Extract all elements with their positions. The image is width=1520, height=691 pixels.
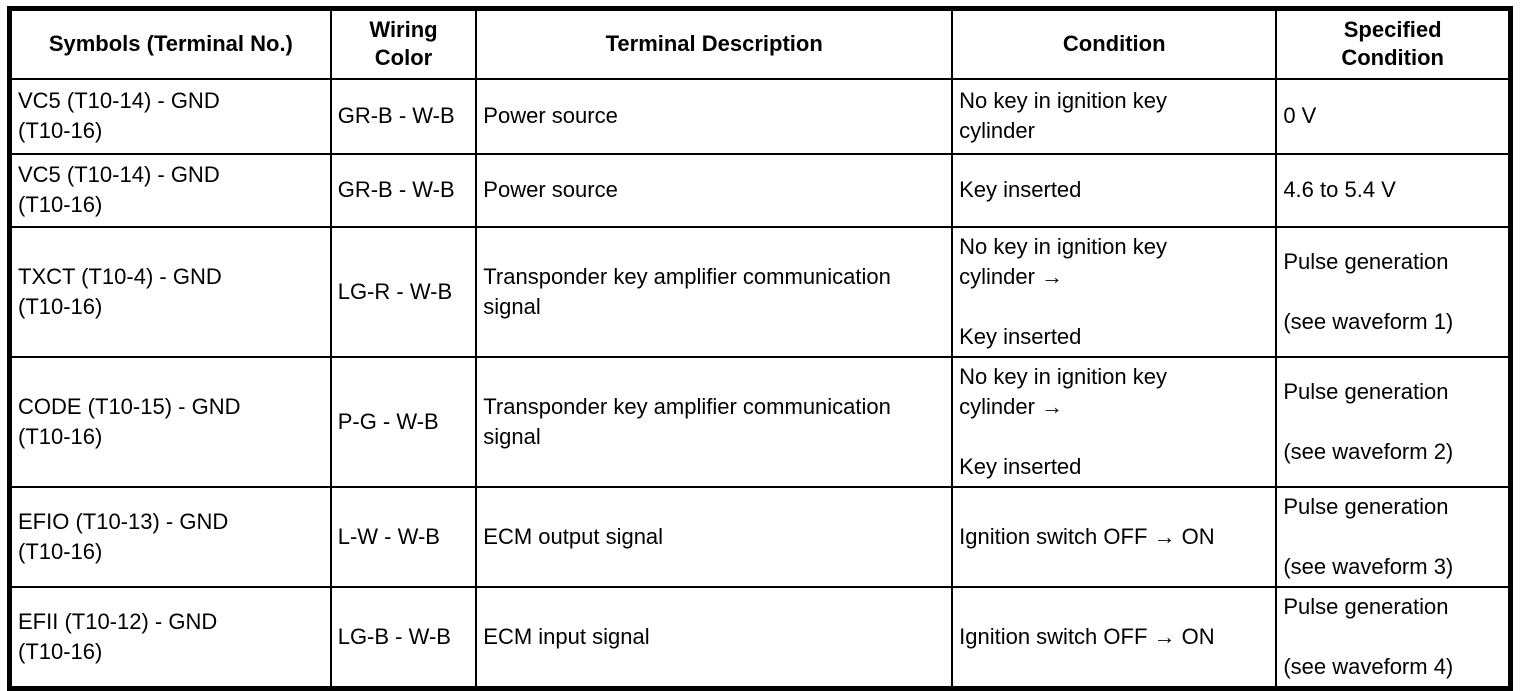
cell-condition: Ignition switch OFF → ON	[951, 585, 1278, 689]
cell-terminal-description: Power source	[475, 77, 954, 155]
cell-specified-condition: Pulse generation (see waveform 3)	[1275, 485, 1512, 588]
table-row: VC5 (T10-14) - GND (T10-16) GR-B - W-B P…	[8, 77, 1512, 155]
column-header-symbols: Symbols (Terminal No.)	[8, 7, 332, 80]
cell-symbols: VC5 (T10-14) - GND (T10-16)	[8, 77, 332, 155]
cell-condition: No key in ignition key cylinder → Key in…	[951, 225, 1278, 358]
column-header-terminal-description: Terminal Description	[475, 7, 954, 80]
cell-symbols: CODE (T10-15) - GND (T10-16)	[8, 355, 332, 488]
cell-symbols: TXCT (T10-4) - GND (T10-16)	[8, 225, 332, 358]
cell-wiring-color: P-G - W-B	[329, 355, 478, 488]
cell-specified-condition: Pulse generation (see waveform 2)	[1275, 355, 1512, 488]
cell-condition: No key in ignition key cylinder	[951, 77, 1278, 155]
column-header-condition: Condition	[951, 7, 1278, 80]
cell-condition: Key inserted	[951, 152, 1278, 228]
cell-wiring-color: LG-B - W-B	[329, 585, 478, 689]
cell-wiring-color: GR-B - W-B	[329, 77, 478, 155]
cell-terminal-description: Transponder key amplifier communication …	[475, 355, 954, 488]
cell-specified-condition: Pulse generation (see waveform 1)	[1275, 225, 1512, 358]
cell-terminal-description: Transponder key amplifier communication …	[475, 225, 954, 358]
column-header-specified-condition: Specified Condition	[1275, 7, 1512, 80]
cell-symbols: VC5 (T10-14) - GND (T10-16)	[8, 152, 332, 228]
cell-specified-condition: Pulse generation (see waveform 4)	[1275, 585, 1512, 689]
cell-terminal-description: ECM output signal	[475, 485, 954, 588]
cell-symbols: EFIO (T10-13) - GND (T10-16)	[8, 485, 332, 588]
cell-terminal-description: ECM input signal	[475, 585, 954, 689]
cell-wiring-color: GR-B - W-B	[329, 152, 478, 228]
cell-terminal-description: Power source	[475, 152, 954, 228]
cell-specified-condition: 0 V	[1275, 77, 1512, 155]
terminal-voltage-table: Symbols (Terminal No.) Wiring Color Term…	[7, 6, 1513, 691]
table-row: CODE (T10-15) - GND (T10-16) P-G - W-B T…	[8, 355, 1512, 488]
cell-symbols: EFII (T10-12) - GND (T10-16)	[8, 585, 332, 689]
cell-wiring-color: L-W - W-B	[329, 485, 478, 588]
table-body: VC5 (T10-14) - GND (T10-16) GR-B - W-B P…	[8, 77, 1512, 689]
table-row: VC5 (T10-14) - GND (T10-16) GR-B - W-B P…	[8, 152, 1512, 228]
table-header: Symbols (Terminal No.) Wiring Color Term…	[8, 7, 1512, 80]
cell-condition: Ignition switch OFF → ON	[951, 485, 1278, 588]
cell-wiring-color: LG-R - W-B	[329, 225, 478, 358]
cell-specified-condition: 4.6 to 5.4 V	[1275, 152, 1512, 228]
cell-condition: No key in ignition key cylinder → Key in…	[951, 355, 1278, 488]
header-row: Symbols (Terminal No.) Wiring Color Term…	[8, 7, 1512, 80]
column-header-wiring-color: Wiring Color	[329, 7, 478, 80]
table-row: TXCT (T10-4) - GND (T10-16) LG-R - W-B T…	[8, 225, 1512, 358]
table-row: EFII (T10-12) - GND (T10-16) LG-B - W-B …	[8, 585, 1512, 689]
table-row: EFIO (T10-13) - GND (T10-16) L-W - W-B E…	[8, 485, 1512, 588]
